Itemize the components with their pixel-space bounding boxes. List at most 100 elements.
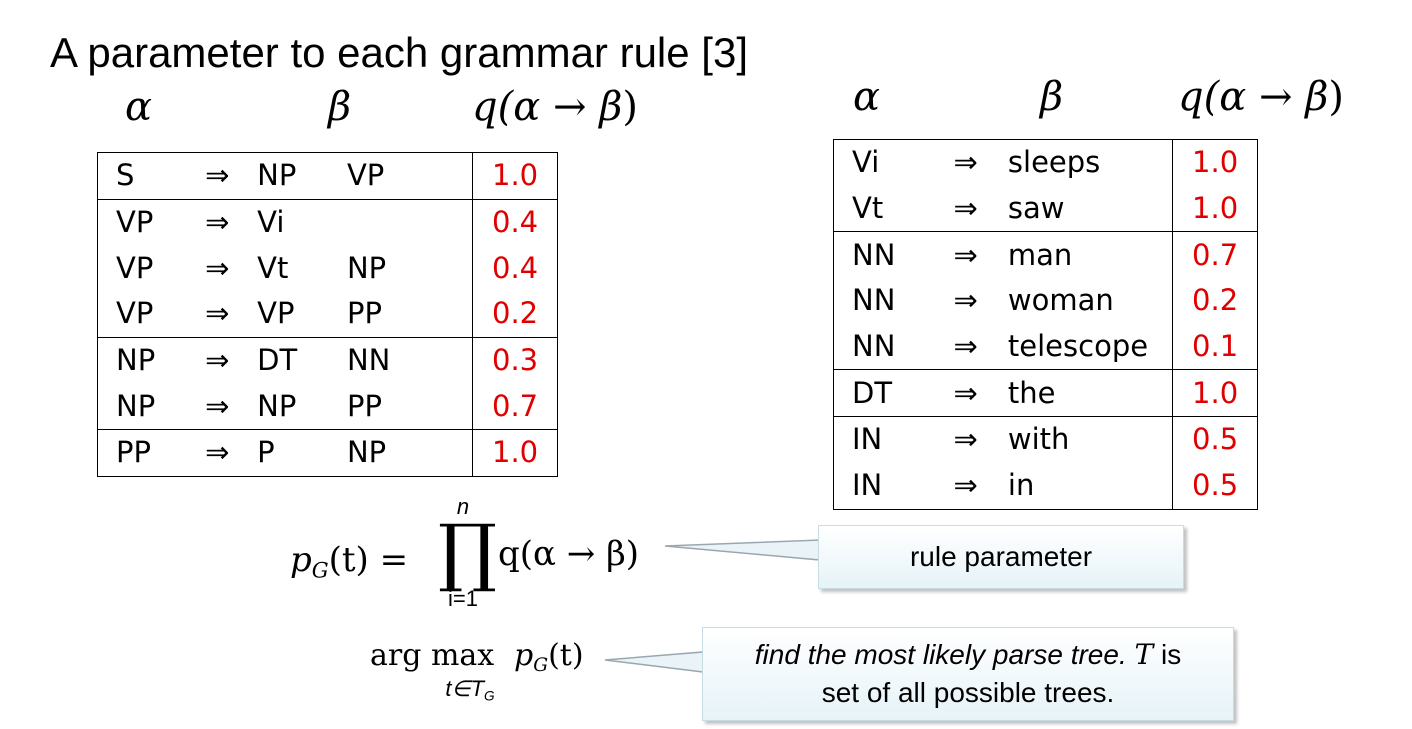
- argmax-subscript: t∈TG: [445, 676, 495, 704]
- rule-lhs: NN: [833, 231, 924, 279]
- rule-row: IN ⇒ with 0.5: [833, 416, 1258, 463]
- rule-rhs: the: [1007, 369, 1173, 417]
- rule-arrow: ⇒: [953, 329, 978, 364]
- rule-rhs: woman: [1007, 283, 1114, 318]
- rule-probability: 0.4: [472, 245, 558, 292]
- rule-row: VP ⇒ VP PP 0.2: [98, 291, 558, 338]
- rule-rhs: in: [1007, 468, 1035, 503]
- rule-lhs: Vt: [852, 191, 884, 226]
- rule-rhs2: VP: [346, 158, 385, 193]
- callout2-line2: set of all possible trees.: [821, 677, 1115, 708]
- rule-probability: 1.0: [472, 152, 558, 200]
- rule-lhs: NP: [116, 388, 156, 423]
- rule-probability: 1.0: [472, 429, 558, 477]
- rule-rhs1: VP: [257, 296, 295, 331]
- rule-row: PP ⇒ P NP 1.0: [97, 429, 558, 477]
- rule-rhs2: PP: [346, 388, 382, 423]
- lexical-rules-table: Vi ⇒ sleeps 1.0 Vt ⇒ saw 1.0 NN ⇒ man 0.…: [833, 139, 1258, 510]
- rule-row: VP ⇒ Vt NP 0.4: [98, 245, 558, 292]
- rule-probability: 0.4: [472, 198, 558, 246]
- q-header-right: q(α → β): [1178, 74, 1344, 120]
- rule-rhs2: PP: [346, 296, 382, 331]
- rule-lhs: NP: [97, 336, 178, 384]
- rule-rhs: sleeps: [1007, 145, 1101, 180]
- rule-rhs: with: [1007, 416, 1173, 463]
- rule-arrow: ⇒: [953, 145, 978, 180]
- rule-arrow: ⇒: [205, 296, 230, 331]
- nonterminal-rules-table: S ⇒ NP VP 1.0 VP ⇒ Vi 0.4 VP ⇒ Vt NP 0.4…: [97, 152, 558, 477]
- rule-rhs1: DT: [257, 336, 347, 384]
- rule-arrow: ⇒: [177, 429, 258, 477]
- rule-lhs: VP: [116, 250, 154, 285]
- callout2-pointer: [604, 651, 704, 673]
- rule-parameter-callout: rule parameter: [818, 525, 1184, 589]
- rule-lhs: VP: [116, 296, 154, 331]
- rule-arrow: ⇒: [953, 468, 978, 503]
- rule-row: NP ⇒ DT NN 0.3: [97, 336, 558, 384]
- rule-probability: 0.1: [1172, 323, 1258, 370]
- rule-probability: 0.2: [472, 291, 558, 338]
- rule-probability: 0.5: [1172, 416, 1258, 463]
- product-upper-limit: n: [456, 494, 470, 519]
- q-header-left: q(α → β): [472, 84, 638, 130]
- rule-row: NN ⇒ man 0.7: [833, 231, 1258, 279]
- rule-probability: 0.7: [472, 383, 558, 430]
- rule-lhs: NN: [852, 283, 896, 318]
- rule-arrow: ⇒: [205, 250, 230, 285]
- beta-header-left: β: [328, 84, 352, 130]
- rule-probability: 1.0: [1172, 369, 1258, 417]
- rule-lhs: IN: [833, 416, 924, 463]
- rule-probability: 1.0: [1172, 185, 1258, 232]
- rule-arrow: ⇒: [923, 231, 1008, 279]
- rule-probability: 0.5: [1172, 462, 1258, 509]
- rule-arrow: ⇒: [205, 388, 230, 423]
- callout1-pointer: [664, 539, 821, 561]
- rule-rhs1: P: [257, 429, 347, 477]
- rule-rhs1: NP: [257, 388, 297, 423]
- argmax-text: arg max: [370, 638, 495, 673]
- rule-product-term: q(α → β): [498, 534, 640, 574]
- rule-rhs1: Vi: [257, 198, 347, 246]
- rule-lhs: DT: [833, 369, 924, 417]
- rule-rhs2: NN: [346, 336, 473, 384]
- rule-arrow: ⇒: [953, 283, 978, 318]
- rule-probability: 1.0: [1172, 139, 1258, 186]
- rule-arrow: ⇒: [923, 369, 1008, 417]
- rule-lhs: S: [116, 158, 135, 193]
- rule-probability: 0.3: [472, 336, 558, 384]
- alpha-header-left: α: [125, 84, 153, 130]
- rule-rhs2: NP: [346, 250, 387, 285]
- rule-rhs2: NP: [346, 429, 473, 477]
- rule-row: DT ⇒ the 1.0: [833, 369, 1258, 417]
- rule-rhs: saw: [1007, 191, 1065, 226]
- alpha-header-right: α: [853, 74, 881, 120]
- parse-tree-callout: find the most likely parse tree. T is se…: [702, 627, 1234, 721]
- rule-row: S ⇒ NP VP 1.0: [98, 152, 558, 200]
- rule-probability: 0.2: [1172, 278, 1258, 324]
- rule-lhs: VP: [97, 198, 178, 246]
- rule-lhs: NN: [852, 329, 896, 364]
- rule-row: Vi ⇒ sleeps 1.0: [834, 139, 1258, 186]
- rule-row: VP ⇒ Vi 0.4: [97, 198, 558, 246]
- argmax-pg: pG(t): [514, 638, 584, 676]
- beta-header-right: β: [1040, 74, 1064, 120]
- rule-row: NP ⇒ NP PP 0.7: [98, 383, 558, 430]
- rule-row: NN ⇒ woman 0.2: [834, 278, 1258, 324]
- callout2-line1: find the most likely parse tree. T is: [754, 638, 1182, 671]
- rule-row: IN ⇒ in 0.5: [834, 462, 1258, 509]
- rule-lhs: Vi: [852, 145, 880, 180]
- rule-arrow: ⇒: [205, 158, 230, 193]
- rule-rhs1: Vt: [257, 250, 289, 285]
- slide-title: A parameter to each grammar rule [3]: [50, 29, 748, 76]
- rule-arrow: ⇒: [923, 416, 1008, 463]
- pg-lhs: pG(t) =: [290, 540, 409, 583]
- rule-rhs2: [346, 198, 473, 246]
- rule-arrow: ⇒: [177, 198, 258, 246]
- rule-probability: 0.7: [1172, 231, 1258, 279]
- rule-rhs: man: [1007, 231, 1173, 279]
- rule-arrow: ⇒: [177, 336, 258, 384]
- rule-row: NN ⇒ telescope 0.1: [834, 323, 1258, 370]
- product-lower-limit: i=1: [448, 586, 478, 611]
- rule-row: Vt ⇒ saw 1.0: [834, 185, 1258, 232]
